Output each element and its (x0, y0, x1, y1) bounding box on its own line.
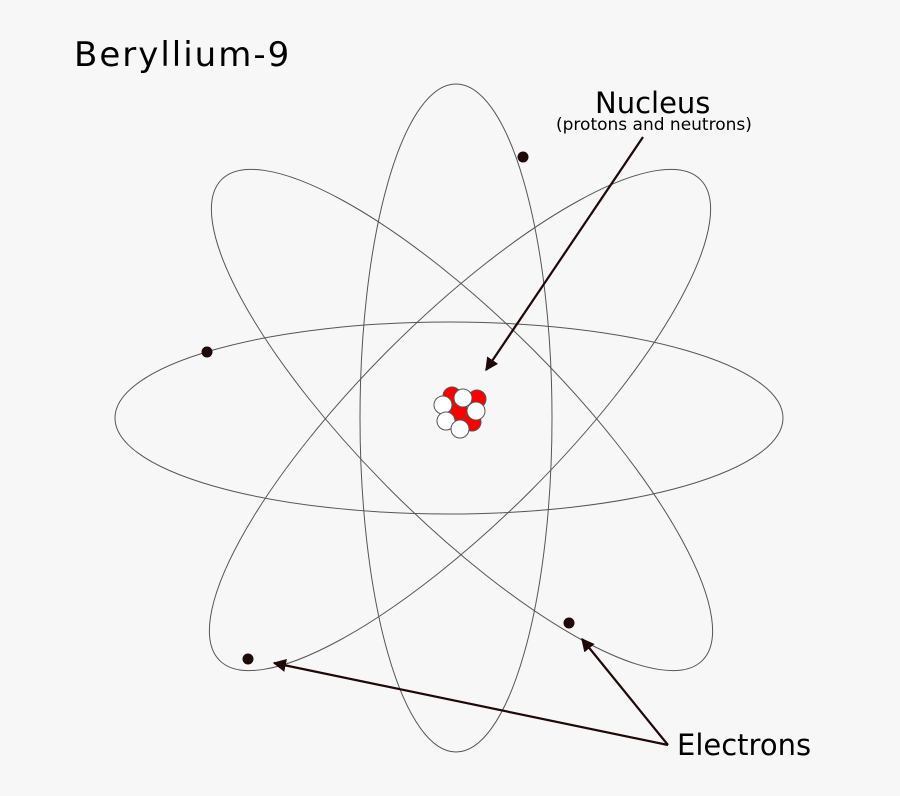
orbit-horizontal (114, 321, 784, 515)
orbit-vertical (359, 83, 553, 753)
electron-arrow-left (272, 658, 669, 747)
electron-arrow-right (581, 637, 669, 746)
arrows (272, 136, 669, 747)
electron (517, 151, 529, 163)
nucleus-label: Nucleus (595, 86, 710, 120)
electrons (201, 151, 575, 665)
electrons-label: Electrons (677, 728, 811, 762)
orbit-diagonal-up (208, 168, 712, 672)
diagram-title: Beryllium-9 (74, 35, 291, 75)
electron (242, 653, 254, 665)
electron (563, 617, 575, 629)
nucleus-sublabel: (protons and neutrons) (556, 115, 752, 135)
electron (201, 346, 213, 358)
nucleus (433, 386, 487, 439)
orbits (114, 83, 784, 753)
orbit-diagonal-down (210, 168, 714, 672)
nucleus-arrow (485, 136, 644, 372)
